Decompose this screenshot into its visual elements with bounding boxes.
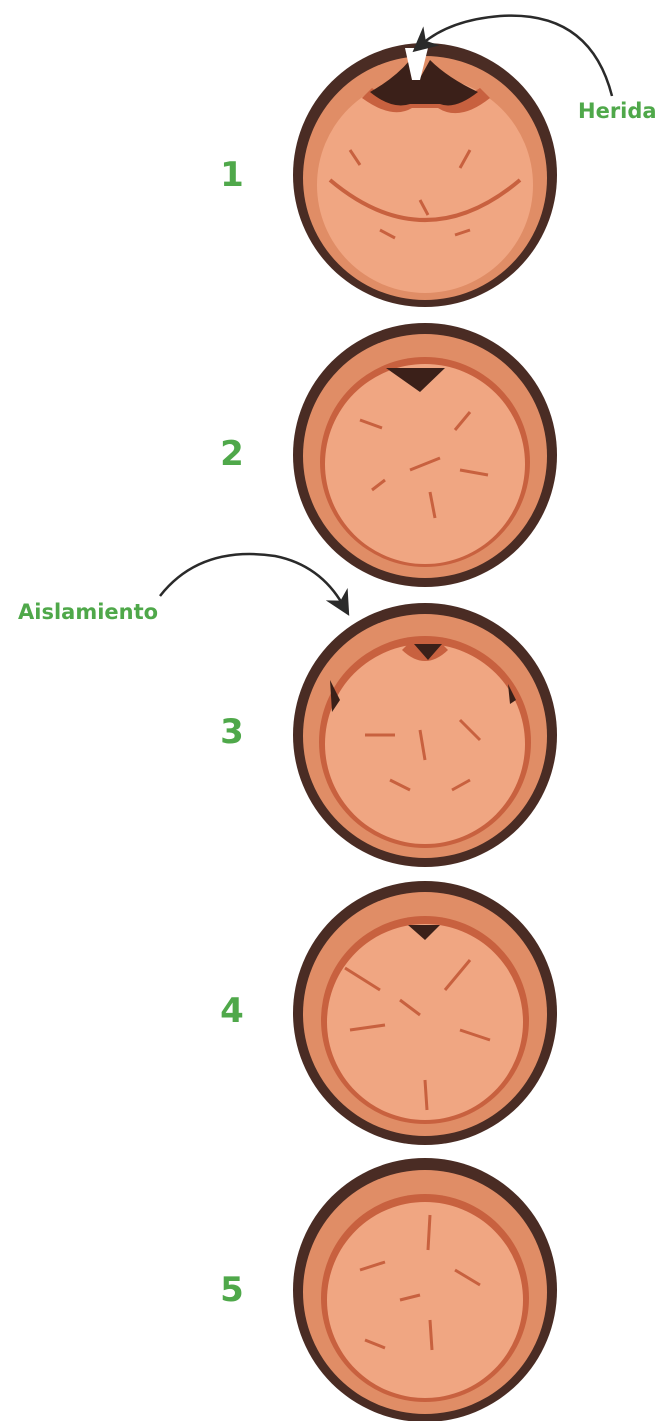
step-number-5: 5 <box>212 1273 252 1307</box>
trunk-cross-section-1 <box>293 43 557 307</box>
trunk-cross-section-5 <box>293 1158 557 1421</box>
wound-label: Herida <box>578 101 657 122</box>
step-number-1: 1 <box>212 158 252 192</box>
step-number-2: 2 <box>212 437 252 471</box>
trunk-cross-section-3 <box>293 603 557 867</box>
step-number-3: 3 <box>212 715 252 749</box>
trunk-cross-section-2 <box>293 323 557 587</box>
isolation-arrow <box>160 554 343 605</box>
step-number-4: 4 <box>212 994 252 1028</box>
isolation-label: Aislamiento <box>18 602 158 623</box>
trunk-cross-section-4 <box>293 881 557 1145</box>
